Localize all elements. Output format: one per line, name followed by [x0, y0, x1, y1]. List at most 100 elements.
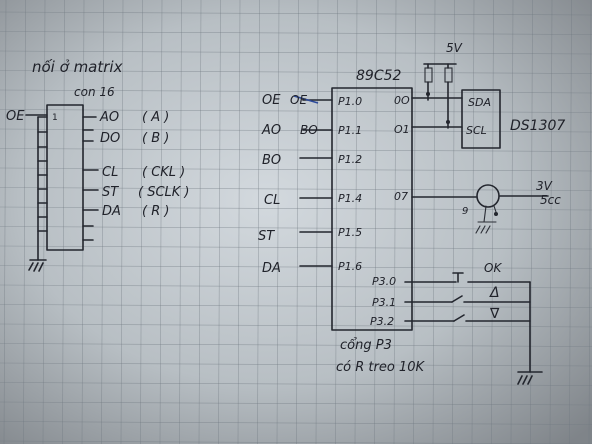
- grid-line: [432, 0, 436, 444]
- pin-st-desc: ( SCLK ): [138, 185, 190, 200]
- buzzer-circuit: [411, 184, 549, 234]
- connector-label: con 16: [74, 85, 115, 99]
- grid-line: [354, 0, 358, 444]
- grid-line: [0, 167, 592, 172]
- pin-do-desc: ( B ): [142, 131, 169, 146]
- grid-line: [3, 0, 7, 444]
- grid-line: [42, 0, 46, 444]
- grid-line: [0, 187, 592, 191]
- buzzer-supply: 3V: [536, 179, 553, 193]
- supply-5v: 5V: [446, 41, 463, 55]
- pin1-label: 1: [52, 113, 58, 123]
- buzzer-ref: 5cc: [540, 193, 561, 207]
- grid-line: [0, 284, 592, 289]
- i2c-wires: [411, 97, 463, 128]
- grid-line: [0, 382, 592, 386]
- grid-line: [257, 0, 260, 444]
- pin-ao-desc: ( A ): [142, 110, 169, 125]
- grid-line: [0, 265, 592, 269]
- signal-st: ST: [258, 229, 275, 244]
- grid-line: [0, 245, 592, 250]
- grid-line: [120, 0, 124, 444]
- grid-line: [588, 0, 592, 444]
- ds1307-scl: SCL: [466, 124, 487, 137]
- grid-line: [0, 109, 592, 113]
- grid-line: [0, 362, 592, 367]
- grid-line: [0, 226, 592, 230]
- pin-da-name: DA: [102, 204, 121, 219]
- pin-p1-5: P1.5: [338, 226, 362, 239]
- mcu-name: 89C52: [356, 68, 401, 84]
- pin-p1-0: P1.0: [338, 95, 362, 108]
- pin-00: 0O: [394, 94, 410, 107]
- pin-p1-4: P1.4: [338, 192, 362, 205]
- grid-line: [510, 0, 514, 444]
- grid-line: [101, 0, 104, 444]
- button-wires: [404, 272, 543, 385]
- ds1307-name: DS1307: [510, 118, 565, 134]
- pin-01: O1: [394, 123, 410, 136]
- pin-p1-6: P1.6: [338, 260, 362, 273]
- pin-cl-name: CL: [102, 165, 118, 180]
- grid-line: [452, 0, 455, 444]
- grid-line: [296, 0, 299, 444]
- grid-line: [0, 128, 592, 133]
- grid-line: [276, 0, 280, 444]
- grid-line: [315, 0, 319, 444]
- pin-p3-2: P3.2: [370, 315, 394, 328]
- grid-line: [198, 0, 202, 444]
- oe-label: OE: [6, 109, 25, 124]
- grid-line: [0, 421, 592, 425]
- pin-p1-2: P1.2: [338, 153, 362, 166]
- note-pullup: có R treo 10K: [336, 360, 425, 375]
- buzzer-label: 9: [462, 206, 468, 217]
- signal-bo-strike: BO: [300, 123, 318, 137]
- button-ok: OK: [484, 261, 502, 275]
- button-down: ∇: [489, 306, 500, 322]
- connector-16-pin: [25, 104, 99, 272]
- grid-line: [569, 0, 572, 444]
- grid-line: [179, 0, 182, 444]
- mcu-body: [331, 87, 413, 331]
- pin-p3-1: P3.1: [372, 296, 396, 309]
- signal-ao: AO: [261, 123, 281, 138]
- ds1307-chip: [461, 89, 501, 149]
- signal-da: DA: [262, 261, 281, 276]
- pin-ao-name: AO: [99, 110, 119, 125]
- grid-line: [218, 0, 221, 444]
- pin-st-name: ST: [102, 185, 119, 200]
- pin-07: 07: [394, 190, 408, 203]
- signal-bo: BO: [262, 153, 281, 168]
- note-port-p3: cổng P3: [340, 338, 392, 353]
- grid-line: [0, 304, 592, 308]
- grid-line: [413, 0, 416, 444]
- signal-cl: CL: [264, 193, 280, 208]
- grid-line: [0, 343, 592, 347]
- grid-line: [237, 0, 241, 444]
- grid-line: [393, 0, 397, 444]
- grid-line: [549, 0, 553, 444]
- ds1307-sda: SDA: [468, 96, 491, 109]
- grid-line: [0, 401, 592, 406]
- grid-line: [374, 0, 377, 444]
- signal-oe: OE: [262, 93, 281, 108]
- grid-line: [0, 148, 592, 152]
- grid-line: [23, 0, 26, 444]
- signal-oe-strike: OE: [290, 93, 307, 107]
- pin-cl-desc: ( CKL ): [142, 165, 185, 180]
- grid-line: [471, 0, 475, 444]
- grid-line: [0, 206, 592, 211]
- pin-do-name: DO: [100, 131, 120, 146]
- mcu-left-wires: [293, 95, 333, 267]
- grid-line: [0, 323, 592, 328]
- grid-line: [140, 0, 143, 444]
- grid-line: [159, 0, 163, 444]
- pin-p3-0: P3.0: [372, 275, 396, 288]
- button-up: Δ: [489, 285, 500, 301]
- grid-line: [530, 0, 533, 444]
- matrix-title: nối ở matrix: [32, 58, 123, 76]
- grid-line: [335, 0, 338, 444]
- pin-p1-1: P1.1: [338, 124, 362, 137]
